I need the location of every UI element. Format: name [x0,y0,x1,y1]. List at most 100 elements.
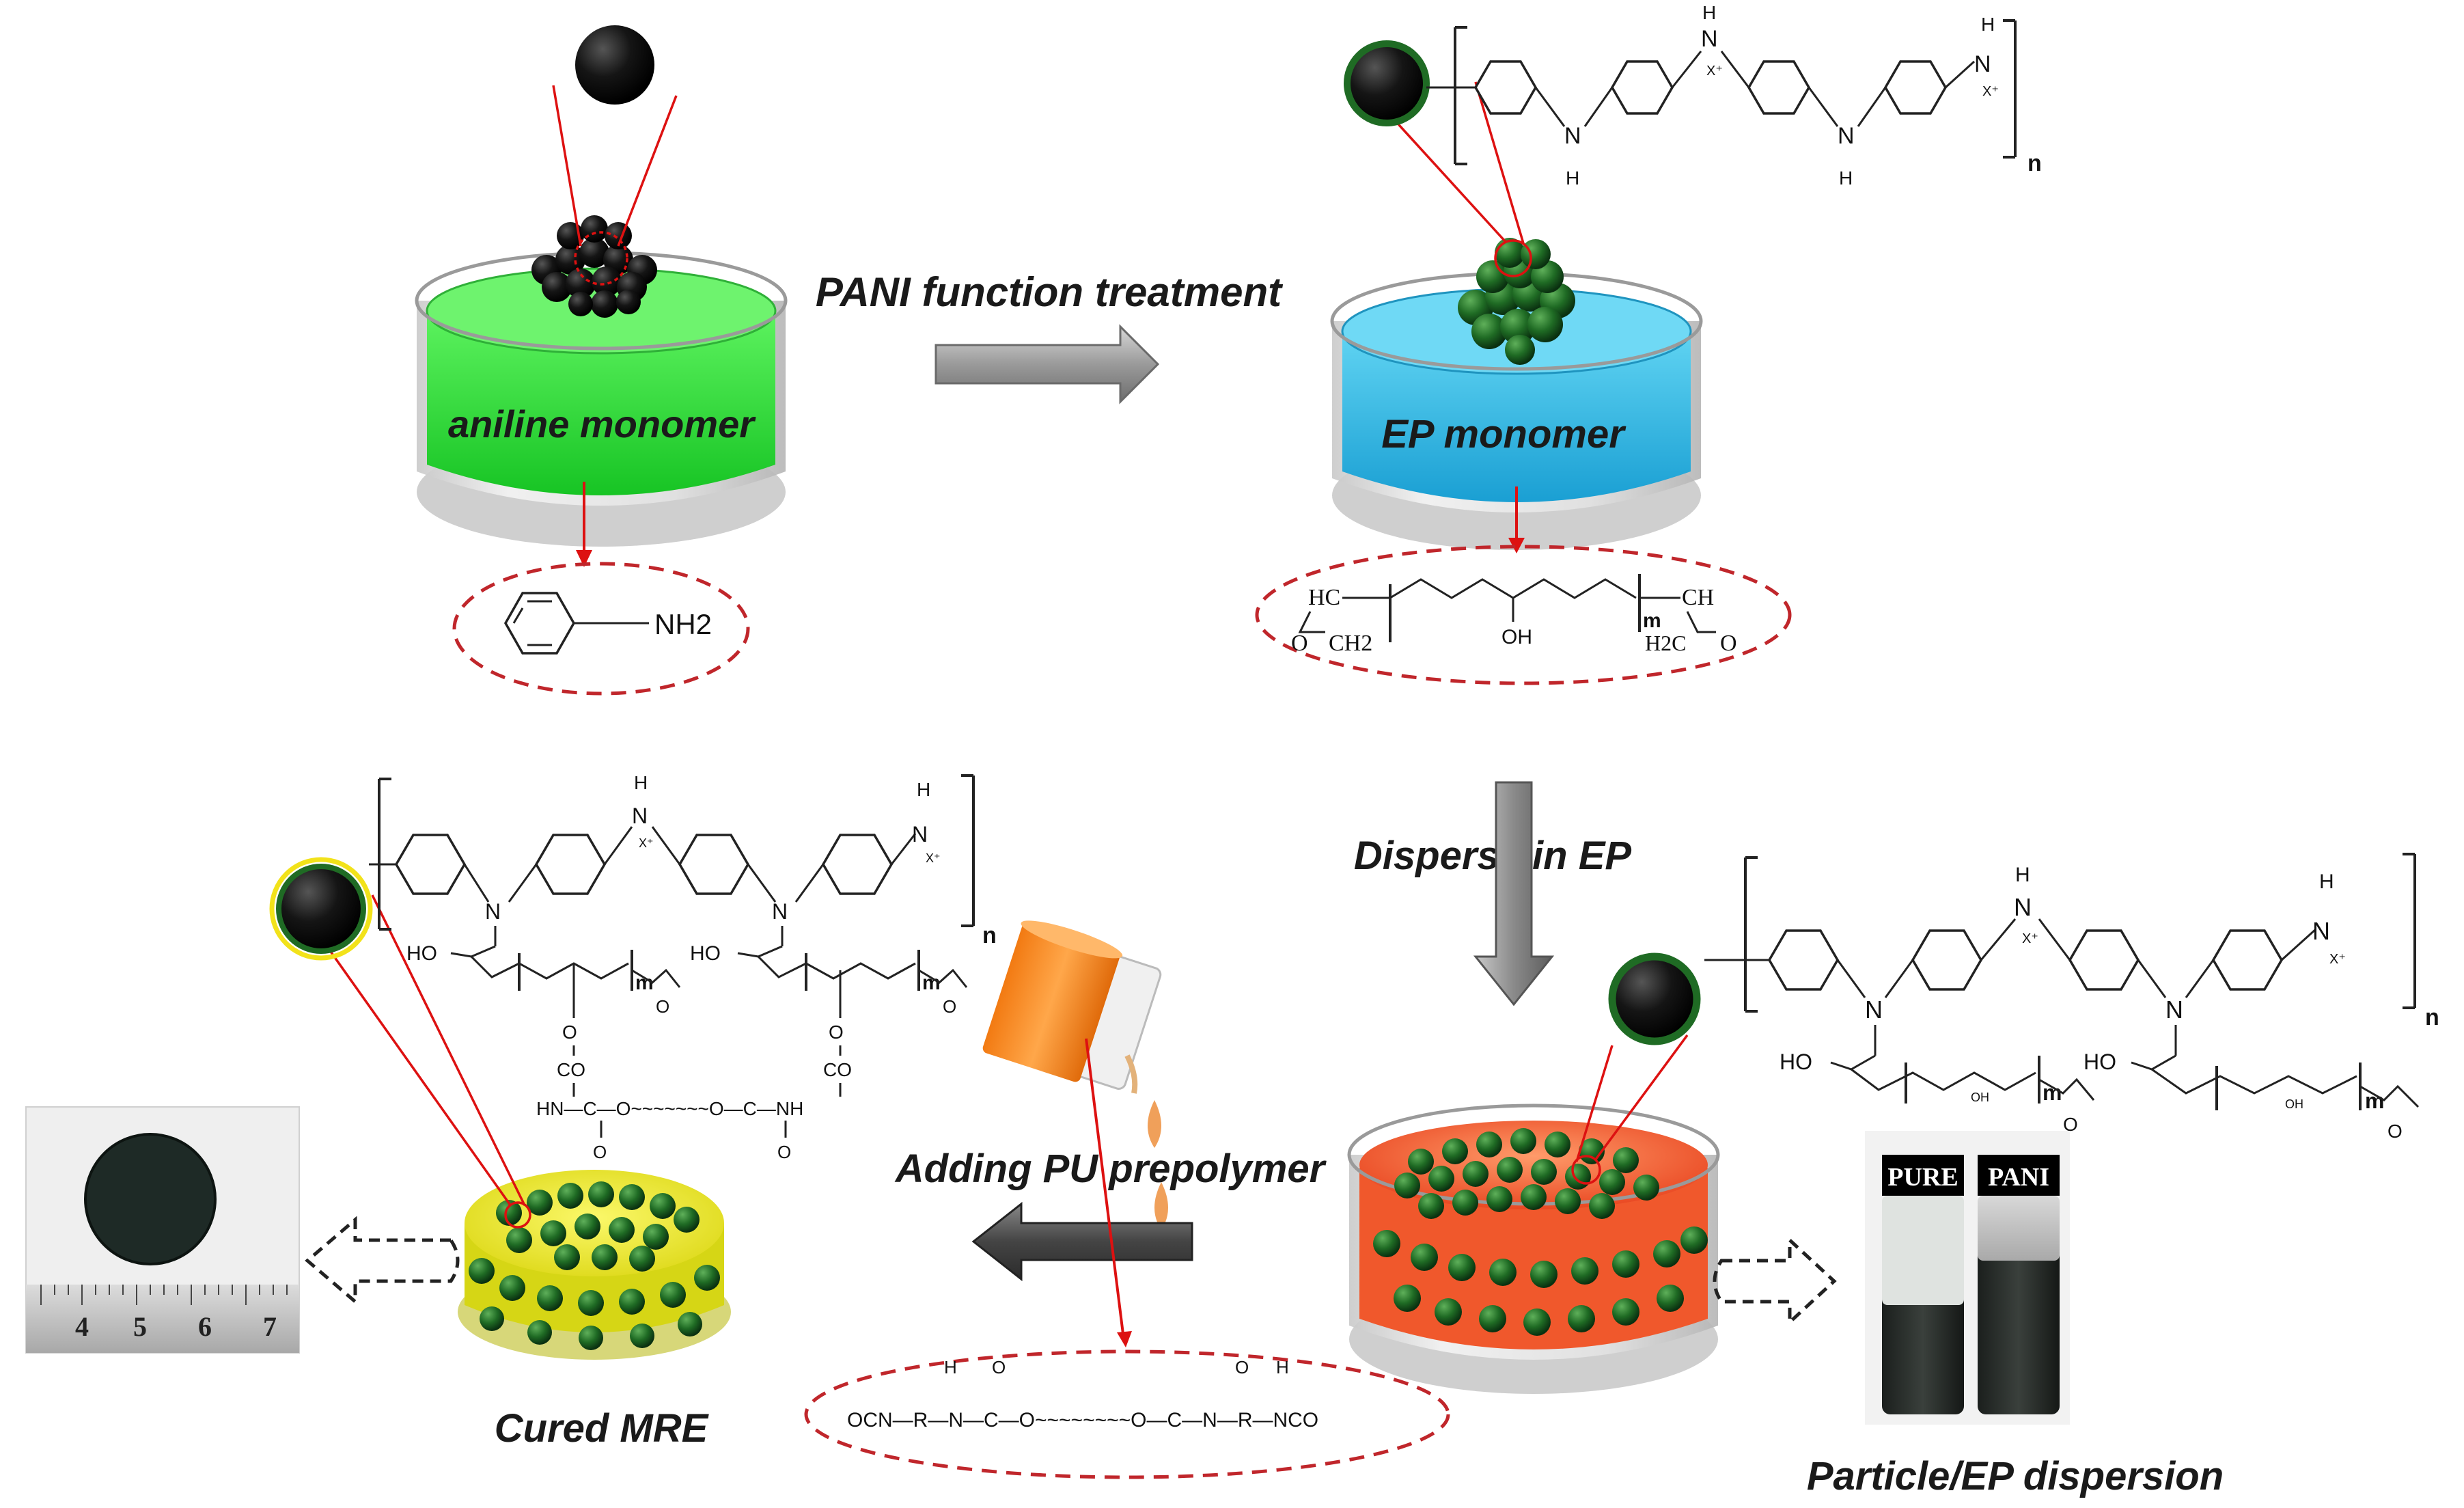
label-particle-ep-dispersion: Particle/EP dispersion [1807,1454,2224,1498]
aniline-structure-ellipse [452,562,750,696]
pointer-line [1085,1038,1125,1340]
svg-text:H: H [1702,2,1716,23]
callout-line [1594,1034,1689,1162]
svg-text:X⁺: X⁺ [1706,64,1723,79]
svg-text:X⁺: X⁺ [2329,952,2346,967]
mre-particles [469,1181,720,1350]
pani-structure-top: N H N H X⁺ N H N H X⁺ n [1426,2,2042,189]
svg-text:n: n [982,922,997,948]
pointer-head [1117,1331,1132,1347]
benzene-ring [1767,929,1840,991]
callout-circle-ep [1494,239,1532,277]
svg-text:CO: CO [823,1059,852,1080]
dashed-arrow-right [1713,1236,1837,1326]
aniline-particle-cluster [531,215,657,318]
svg-text:H: H [1276,1357,1289,1377]
svg-text:H: H [1839,167,1853,189]
svg-text:N: N [912,822,928,847]
svg-text:m: m [922,972,941,994]
benzene-ring [1747,60,1811,115]
svg-text:O: O [593,1142,607,1162]
svg-text:X⁺: X⁺ [2022,931,2038,946]
pointer-head [576,550,592,567]
callout-circle-aniline [574,231,628,286]
ruler-tick-7: 7 [263,1311,277,1342]
svg-text:O: O [562,1022,577,1043]
arrow-left [971,1201,1193,1282]
svg-text:N: N [2165,996,2183,1024]
svg-text:O: O [943,996,956,1017]
svg-text:N: N [1974,51,1991,77]
dispersed-particles [1373,1128,1708,1336]
svg-text:m: m [2365,1088,2384,1113]
particle-zoom-coated [276,864,366,954]
particle-zoom-coated [1344,40,1430,126]
vials-photo: PURE PANI [1865,1131,2070,1425]
benzene-ring [534,834,607,895]
ruler-tick-5: 5 [133,1311,147,1342]
vial-label-pure: PURE [1887,1163,1958,1192]
svg-text:HO: HO [2084,1050,2116,1074]
pu-structure-ellipse [804,1349,1450,1479]
svg-text:N: N [2014,893,2032,921]
pani-ep-structure-right: N N H X⁺ N N H X⁺ n HO OH m O HO [1704,853,2439,1142]
pu-droplet [1148,1100,1161,1148]
svg-text:H: H [2319,870,2334,893]
benzene-ring [2211,929,2284,991]
callout-circle-mre [504,1201,531,1229]
benzene-ring [1911,929,1983,991]
svg-text:N: N [1838,123,1855,149]
mre-sample-photo: 4 5 6 7 [25,1106,300,1354]
pu-molecule: OCN—R—N—C—O~~~~~~~~O—C—N—R—NCO O O H H [847,1357,1318,1431]
mre-sample-disk [84,1133,217,1265]
label-pani-function-treatment: PANI function treatment [816,269,1284,315]
ep-molecule: HC O CH2 OH m CH H2C O [1291,574,1737,656]
ep-structure-ellipse [1255,545,1792,685]
svg-text:m: m [1643,609,1661,632]
svg-text:N: N [772,899,788,924]
svg-text:CH: CH [1682,585,1714,610]
callout-line [1575,1045,1614,1162]
svg-text:OH: OH [1501,626,1532,648]
label-disperse-in-ep: Disperse in EP [1354,834,1631,878]
svg-text:HN—C—O~~~~~~~O—C—NH: HN—C—O~~~~~~~O—C—NH [536,1098,803,1119]
benzene-ring [678,834,750,895]
svg-text:HO: HO [406,942,437,965]
svg-text:H: H [1981,14,1995,35]
svg-text:OH: OH [1971,1091,1989,1104]
svg-text:N: N [632,804,648,828]
callout-line [1377,101,1508,244]
svg-text:O: O [992,1357,1006,1377]
arrow-right-1 [935,324,1160,405]
green-particle-cluster [1458,238,1575,365]
pointer-head [1508,538,1525,553]
crosslinked-structure: N N H X⁺ N N H X⁺ n HO m O O CO [369,772,997,1162]
svg-text:H: H [2015,864,2030,886]
label-adding-pu-prepolymer: Adding PU prepolymer [894,1147,1327,1191]
svg-text:H: H [944,1357,957,1377]
svg-text:CO: CO [557,1059,585,1080]
benzene-ring [1473,60,1538,115]
svg-text:O: O [1291,631,1308,656]
svg-text:O: O [1720,631,1737,656]
particle-zoom-dark [575,25,654,105]
svg-text:H2C: H2C [1645,631,1686,655]
svg-text:X⁺: X⁺ [1982,84,1999,99]
label-aniline-monomer: aniline monomer [448,402,756,445]
benzene-ring [821,834,894,895]
svg-text:HO: HO [690,942,721,965]
benzene-ring [2068,929,2140,991]
svg-text:m: m [635,972,654,994]
callout-line [617,95,678,247]
vial-cap-pure [1882,1155,1964,1196]
svg-text:H: H [917,779,930,800]
label-ep-monomer: EP monomer [1381,412,1626,456]
svg-text:O: O [2063,1114,2078,1135]
benzene-ring [1883,60,1948,115]
ruler [26,1285,299,1353]
svg-text:OH: OH [2285,1097,2303,1111]
particle-zoom-coated [1608,952,1701,1045]
svg-text:OCN—R—N—C—O~~~~~~~~O—C—N—R—NCO: OCN—R—N—C—O~~~~~~~~O—C—N—R—NCO [847,1409,1318,1431]
aniline-liquid [427,314,775,495]
